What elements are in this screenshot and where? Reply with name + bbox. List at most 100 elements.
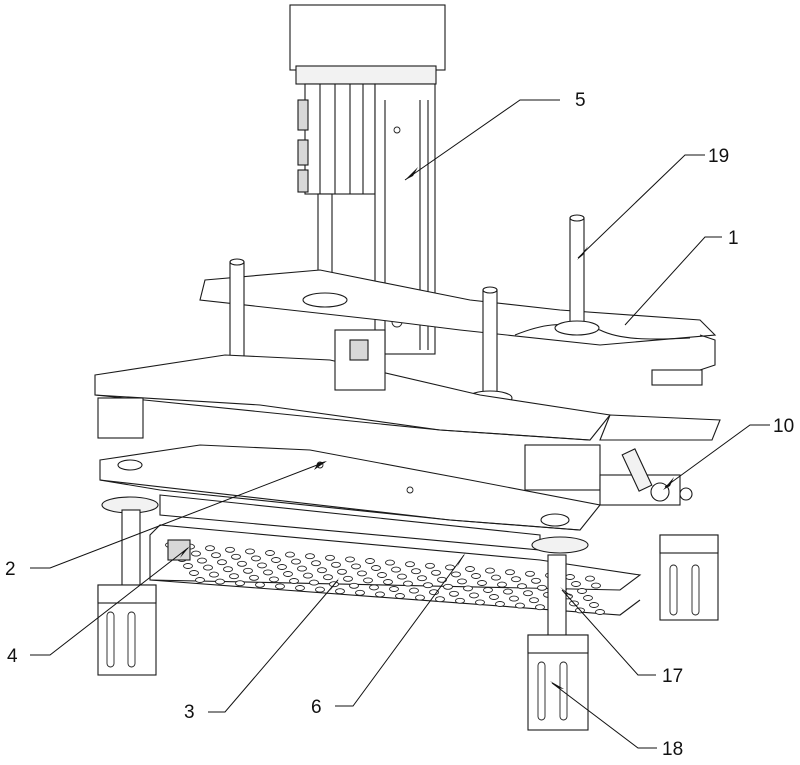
perforation-hole (455, 597, 465, 604)
perforation-hole (309, 579, 319, 586)
perforation-hole (311, 560, 321, 567)
perforation-hole (431, 569, 441, 576)
perforation-hole (269, 576, 279, 583)
perforation-hole (465, 566, 475, 572)
perforation-hole (285, 551, 295, 558)
callout-3: 3 (184, 702, 195, 723)
perforated-plate (149, 524, 642, 616)
perforation-hole (235, 580, 245, 587)
callout-labels: 5 19 1 10 2 4 3 6 17 18 (5, 90, 794, 760)
perforation-hole (471, 573, 481, 579)
perforation-hole (305, 553, 315, 560)
perforation-hole (225, 546, 235, 553)
perforation-hole (395, 593, 405, 599)
perforation-hole (591, 582, 601, 589)
callout-1: 1 (728, 228, 739, 249)
perforation-hole (331, 561, 341, 568)
perforation-hole (469, 592, 479, 599)
perforation-hole (183, 563, 193, 569)
perforation-hole (211, 552, 221, 559)
perforation-hole (485, 567, 495, 574)
perforation-hole (223, 566, 233, 573)
perforation-hole (349, 582, 359, 589)
perforation-hole (215, 578, 225, 585)
perforation-hole (389, 586, 399, 592)
perforation-hole (365, 558, 375, 564)
perforation-hole (443, 583, 453, 590)
perforation-hole (571, 581, 581, 587)
perforation-hole (291, 558, 301, 565)
perforation-hole (303, 572, 313, 579)
callout-17: 17 (662, 666, 683, 687)
perforation-hole (409, 587, 419, 594)
perforation-hole (249, 574, 259, 581)
perforation-hole (371, 565, 381, 571)
perforation-hole (189, 570, 199, 576)
perforation-hole (265, 550, 275, 556)
perforation-hole (251, 555, 261, 562)
support-feet (97, 509, 719, 731)
perforation-hole (489, 594, 499, 600)
perforation-hole (295, 585, 305, 591)
perforation-hole (191, 550, 201, 557)
perforation-hole (363, 577, 373, 584)
perforation-hole (523, 590, 533, 597)
guide-post-19 (569, 217, 585, 329)
perforation-hole (403, 580, 413, 587)
perforation-hole (277, 564, 287, 570)
perforation-hole (491, 574, 501, 581)
perforation-hole (503, 588, 513, 595)
perforation-hole (497, 581, 507, 588)
block-4 (167, 539, 191, 561)
callout-5: 5 (575, 90, 586, 111)
perforation-hole (423, 582, 433, 589)
perforation-hole (343, 575, 353, 582)
perforation-hole (505, 569, 515, 576)
perforation-hole (435, 596, 445, 603)
perforation-hole (205, 545, 215, 552)
guide-post (482, 289, 498, 401)
callout-10: 10 (773, 416, 794, 437)
perforation-hole (517, 583, 527, 590)
perforation-hole (351, 563, 361, 570)
perforation-hole (449, 590, 459, 597)
callout-leaders (30, 99, 770, 749)
perforation-hole (197, 557, 207, 564)
perforation-hole (335, 588, 345, 595)
callout-2: 2 (5, 559, 16, 580)
callout-6: 6 (311, 697, 322, 718)
perforation-hole (271, 557, 281, 563)
lower-plate (99, 444, 601, 554)
leg-column-17 (547, 554, 567, 641)
perforation-hole (531, 577, 541, 584)
callout-19: 19 (708, 146, 729, 167)
perforation-hole (231, 553, 241, 560)
cylinder-cap (289, 4, 446, 71)
middle-plate (94, 329, 721, 491)
perforation-hole (537, 584, 547, 591)
perforation-hole (275, 583, 285, 590)
perforation-hole (315, 586, 325, 593)
perforation-hole (451, 571, 461, 578)
perforation-hole (483, 587, 493, 593)
perforation-hole (411, 568, 421, 575)
perforation-hole (415, 594, 425, 601)
perforation-hole (257, 562, 267, 569)
callout-4: 4 (7, 646, 18, 667)
perforation-hole (525, 570, 535, 577)
callout-18: 18 (662, 739, 683, 760)
perforation-hole (535, 604, 545, 611)
perforation-hole (397, 573, 407, 580)
perforation-hole (243, 567, 253, 574)
perforation-hole (585, 575, 595, 582)
perforation-hole (565, 574, 575, 580)
perforation-hole (457, 578, 467, 585)
perforation-hole (375, 591, 385, 598)
perforation-hole (385, 559, 395, 566)
perforation-hole (209, 571, 219, 578)
perforation-hole (509, 595, 519, 602)
perforation-hole (475, 599, 485, 606)
clamp-mechanism (599, 448, 693, 506)
